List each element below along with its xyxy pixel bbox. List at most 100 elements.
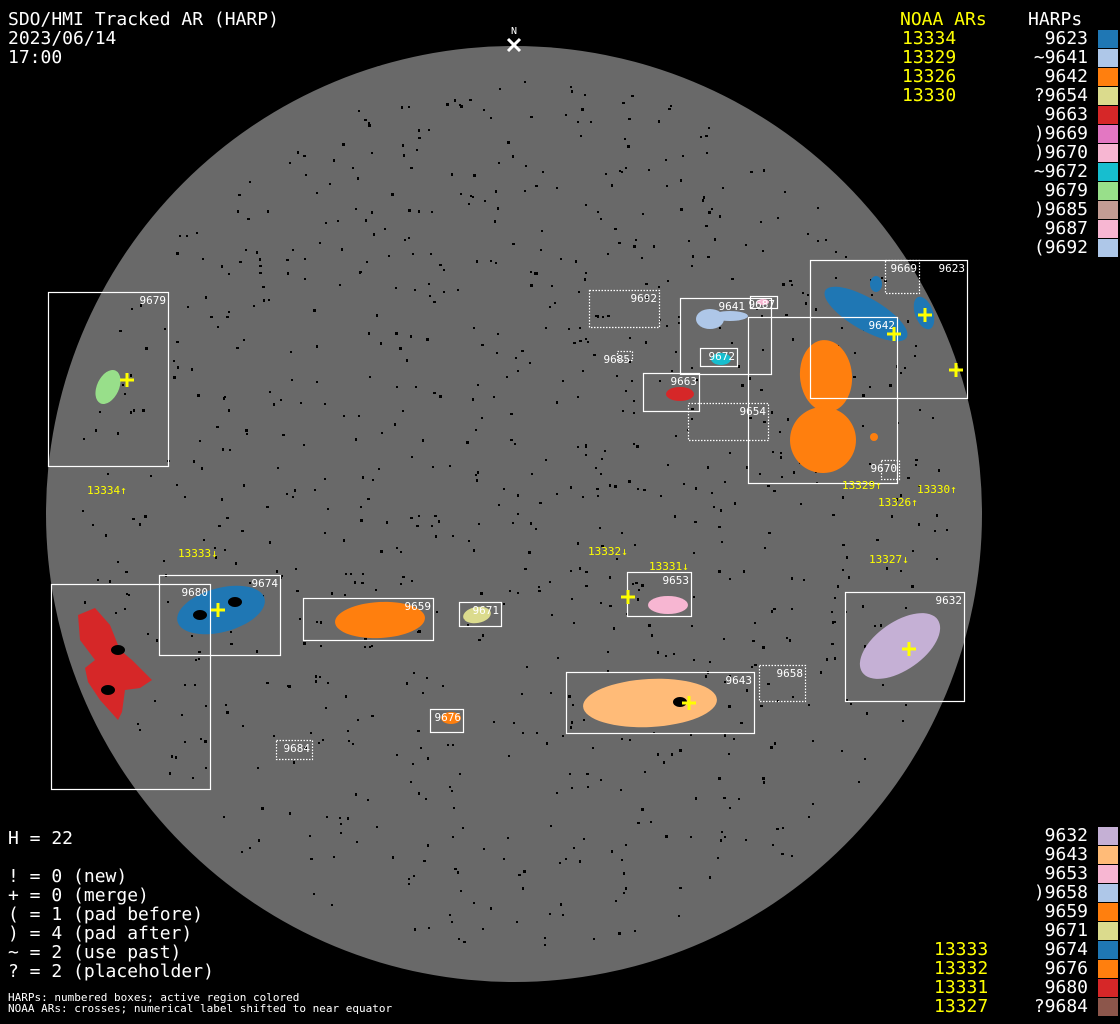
sunspot-speck — [807, 233, 809, 235]
harp-box-9676[interactable] — [429, 708, 465, 734]
sunspot-speck — [199, 440, 201, 442]
harp-box-9643[interactable] — [565, 671, 756, 735]
sunspot-speck — [671, 753, 673, 756]
sunspot-speck — [218, 525, 221, 527]
sunspot-speck — [497, 333, 499, 335]
harp-box-9680[interactable] — [50, 583, 212, 791]
sunspot-speck — [936, 514, 938, 517]
sunspot-speck — [779, 431, 781, 433]
sunspot-speck — [536, 732, 538, 734]
sunspot-speck — [310, 858, 313, 860]
sunspot-speck — [571, 721, 573, 724]
sunspot-speck — [907, 477, 910, 479]
harp-box-9674[interactable] — [158, 574, 282, 657]
harp-box-9670[interactable] — [880, 459, 901, 481]
sunspot-speck — [791, 284, 793, 286]
sunspot-speck — [569, 773, 571, 775]
sunspot-speck — [355, 438, 357, 441]
harp-box-label: 9687 — [749, 298, 776, 311]
noaa-label: 13329↑ — [842, 479, 882, 492]
sunspot-speck — [609, 484, 611, 487]
harp-box-9642[interactable] — [747, 316, 899, 485]
sunspot-speck — [176, 484, 178, 486]
sunspot-speck — [472, 398, 474, 401]
sunspot-speck — [946, 529, 948, 531]
sunspot-speck — [792, 696, 794, 698]
sunspot-speck — [723, 638, 725, 640]
sunspot-speck — [215, 556, 217, 559]
sunspot-speck — [364, 119, 367, 121]
sunspot-speck — [678, 316, 680, 318]
sunspot-speck — [410, 167, 413, 169]
sunspot-speck — [789, 280, 792, 282]
harp-box-label: 9658 — [777, 667, 804, 680]
harp-box-label: 9692 — [631, 292, 658, 305]
harp-box-9692[interactable] — [588, 289, 661, 329]
sunspot-speck — [473, 327, 475, 329]
noaa-arrow-icon: ↑ — [911, 496, 918, 509]
sunspot-speck — [253, 305, 255, 307]
harp-box-9679[interactable] — [47, 291, 170, 468]
harp-color-swatch — [1098, 960, 1118, 978]
noaa-legend-label: 13331 — [934, 977, 989, 998]
sunspot-speck — [452, 836, 454, 838]
sunspot-speck — [551, 285, 553, 287]
sunspot-speck — [402, 144, 404, 147]
sunspot-speck — [650, 821, 652, 823]
sunspot-speck — [720, 839, 722, 842]
harp-box-9632[interactable] — [844, 591, 966, 703]
sunspot-speck — [184, 684, 186, 686]
harp-box-9641[interactable] — [679, 297, 773, 376]
noaa-label-id: 13334 — [87, 484, 120, 497]
sunspot-speck — [512, 243, 515, 245]
harp-legend-label: 9659 — [1033, 901, 1088, 922]
sunspot-speck — [324, 478, 326, 480]
sunspot-speck — [319, 242, 321, 244]
sunspot-speck — [296, 590, 299, 592]
harp-box-9671[interactable] — [458, 601, 503, 628]
harp-box-9669[interactable] — [884, 259, 921, 295]
sunspot-speck — [876, 539, 879, 541]
sunspot-speck — [145, 347, 148, 350]
harp-box-9659[interactable] — [302, 597, 435, 642]
harp-box-9672[interactable] — [699, 347, 739, 368]
harp-box-9654[interactable] — [687, 402, 770, 442]
sunspot-speck — [784, 191, 786, 193]
sunspot-speck — [718, 777, 721, 780]
sunspot-speck — [724, 734, 726, 737]
sunspot-speck — [331, 904, 333, 906]
sunspot-speck — [573, 847, 575, 849]
sunspot-speck — [749, 417, 752, 419]
harp-legend-label: ~9641 — [1033, 47, 1088, 68]
sunspot-speck — [691, 265, 693, 267]
sunspot-speck — [601, 545, 604, 547]
sunspot-speck — [242, 725, 244, 727]
sunspot-speck — [673, 653, 675, 655]
sunspot-speck — [420, 747, 422, 749]
harp-box-9658[interactable] — [758, 664, 807, 703]
sunspot-speck — [267, 210, 269, 213]
sunspot-speck — [224, 549, 226, 551]
sunspot-speck — [826, 658, 828, 661]
sunspot-speck — [625, 390, 627, 392]
sunspot-speck — [518, 874, 521, 876]
sunspot-speck — [95, 429, 97, 432]
sunspot-speck — [854, 352, 856, 354]
harp-box-9684[interactable] — [275, 739, 314, 761]
sunspot-speck — [343, 539, 345, 542]
harp-box-label: 9685 — [604, 353, 631, 366]
sunspot-speck — [84, 601, 86, 604]
harp-box-9663[interactable] — [642, 372, 701, 413]
sunspot-speck — [759, 473, 761, 475]
sunspot-speck — [618, 242, 621, 244]
sunspot-speck — [572, 704, 574, 706]
sunspot-speck — [462, 827, 464, 829]
sunspot-speck — [477, 471, 479, 474]
sunspot-speck — [633, 443, 635, 445]
sunspot-speck — [521, 350, 524, 352]
sunspot-speck — [292, 496, 294, 498]
harp-box-9687[interactable] — [749, 295, 779, 310]
sunspot-speck — [277, 467, 279, 469]
sunspot-speck — [358, 415, 360, 417]
harp-box-9685[interactable] — [616, 350, 634, 362]
